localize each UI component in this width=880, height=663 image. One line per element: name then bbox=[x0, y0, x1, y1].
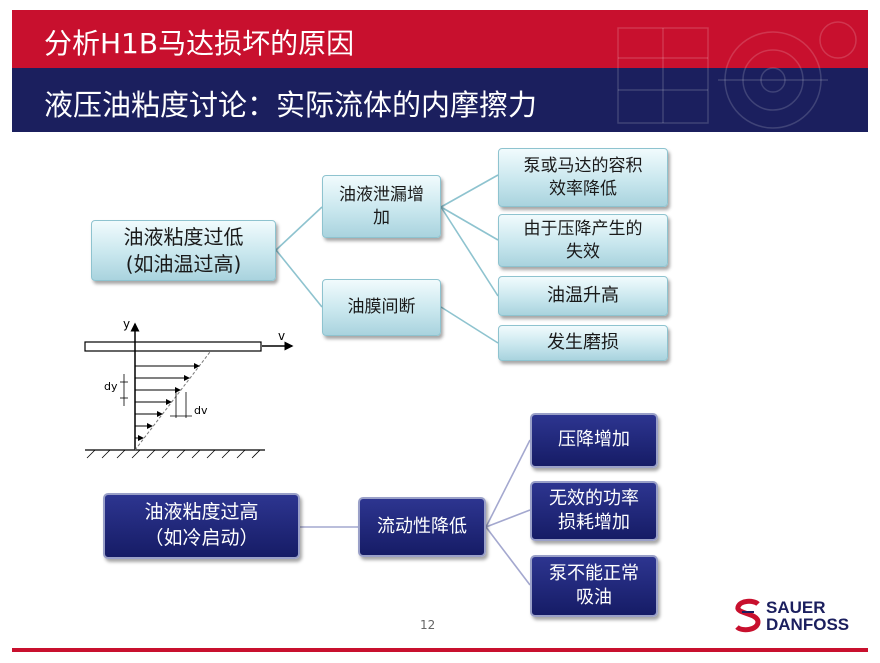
dv-label: dv bbox=[194, 404, 208, 417]
oil-temp-rise-label: 油温升高 bbox=[547, 284, 619, 306]
pump-suction-line1: 泵不能正常 bbox=[549, 562, 639, 584]
fluidity-decrease-label: 流动性降低 bbox=[377, 515, 467, 537]
slide-subtitle: 液压油粘度讨论：实际流体的内摩擦力 bbox=[44, 88, 538, 122]
velocity-profile bbox=[134, 351, 211, 451]
slide-title: 分析H1B马达损坏的原因 bbox=[44, 27, 355, 60]
dy-label: dy bbox=[104, 380, 118, 393]
title-bar: 分析H1B马达损坏的原因 bbox=[12, 10, 868, 68]
pressure-drop-increase-label: 压降增加 bbox=[558, 429, 630, 451]
oil-temp-rise-node: 油温升高 bbox=[498, 276, 668, 316]
logo-bottom-text: DANFOSS bbox=[766, 615, 850, 634]
page-number: 12 bbox=[420, 618, 436, 632]
header-watermark bbox=[617, 21, 857, 129]
wear-occurs-node: 发生磨损 bbox=[498, 325, 668, 361]
wear-occurs-label: 发生磨损 bbox=[547, 331, 619, 353]
pressure-drop-increase-node: 压降增加 bbox=[530, 413, 658, 468]
sauer-danfoss-logo-icon bbox=[735, 598, 761, 633]
moving-plate bbox=[84, 341, 262, 352]
bottom-rule bbox=[12, 648, 868, 652]
leakage-line1: 油液泄漏增 bbox=[339, 184, 424, 205]
oil-film-break-node: 油膜间断 bbox=[322, 279, 441, 336]
vol-eff-line2: 效率降低 bbox=[549, 178, 617, 199]
leakage-line2: 加 bbox=[373, 207, 390, 228]
y-axis-label: y bbox=[123, 317, 130, 331]
power-loss-line1: 无效的功率 bbox=[549, 487, 639, 509]
velocity-label: v bbox=[278, 329, 285, 343]
logo-top-text: SAUER bbox=[766, 598, 826, 617]
high-viscosity-node: 油液粘度过高 （如冷启动） bbox=[103, 493, 300, 559]
low-viscosity-line1: 油液粘度过低 bbox=[123, 224, 244, 249]
pd-failure-line1: 由于压降产生的 bbox=[523, 218, 643, 239]
high-viscosity-line2: （如冷启动） bbox=[144, 527, 259, 549]
sauer-danfoss-logo: SAUER DANFOSS bbox=[732, 598, 862, 634]
pd-failure-line2: 失效 bbox=[566, 241, 600, 262]
leakage-increase-node: 油液泄漏增 加 bbox=[322, 175, 441, 238]
volumetric-efficiency-node: 泵或马达的容积 效率降低 bbox=[498, 148, 668, 207]
vol-eff-line1: 泵或马达的容积 bbox=[523, 155, 643, 176]
power-loss-line2: 损耗增加 bbox=[558, 512, 630, 533]
pressure-drop-failure-node: 由于压降产生的 失效 bbox=[498, 214, 668, 267]
low-viscosity-node: 油液粘度过低 (如油温过高) bbox=[91, 220, 276, 281]
oil-film-break-label: 油膜间断 bbox=[347, 297, 416, 318]
power-loss-increase-node: 无效的功率 损耗增加 bbox=[530, 481, 658, 541]
subtitle-bar: 液压油粘度讨论：实际流体的内摩擦力 bbox=[12, 68, 868, 132]
low-viscosity-line2: (如油温过高) bbox=[125, 251, 242, 276]
pump-suction-failure-node: 泵不能正常 吸油 bbox=[530, 555, 658, 617]
fluidity-decrease-node: 流动性降低 bbox=[358, 497, 486, 557]
high-viscosity-line1: 油液粘度过高 bbox=[144, 501, 259, 524]
pump-suction-line2: 吸油 bbox=[576, 587, 612, 608]
flow-velocity-diagram: y v dy dv bbox=[84, 317, 294, 459]
